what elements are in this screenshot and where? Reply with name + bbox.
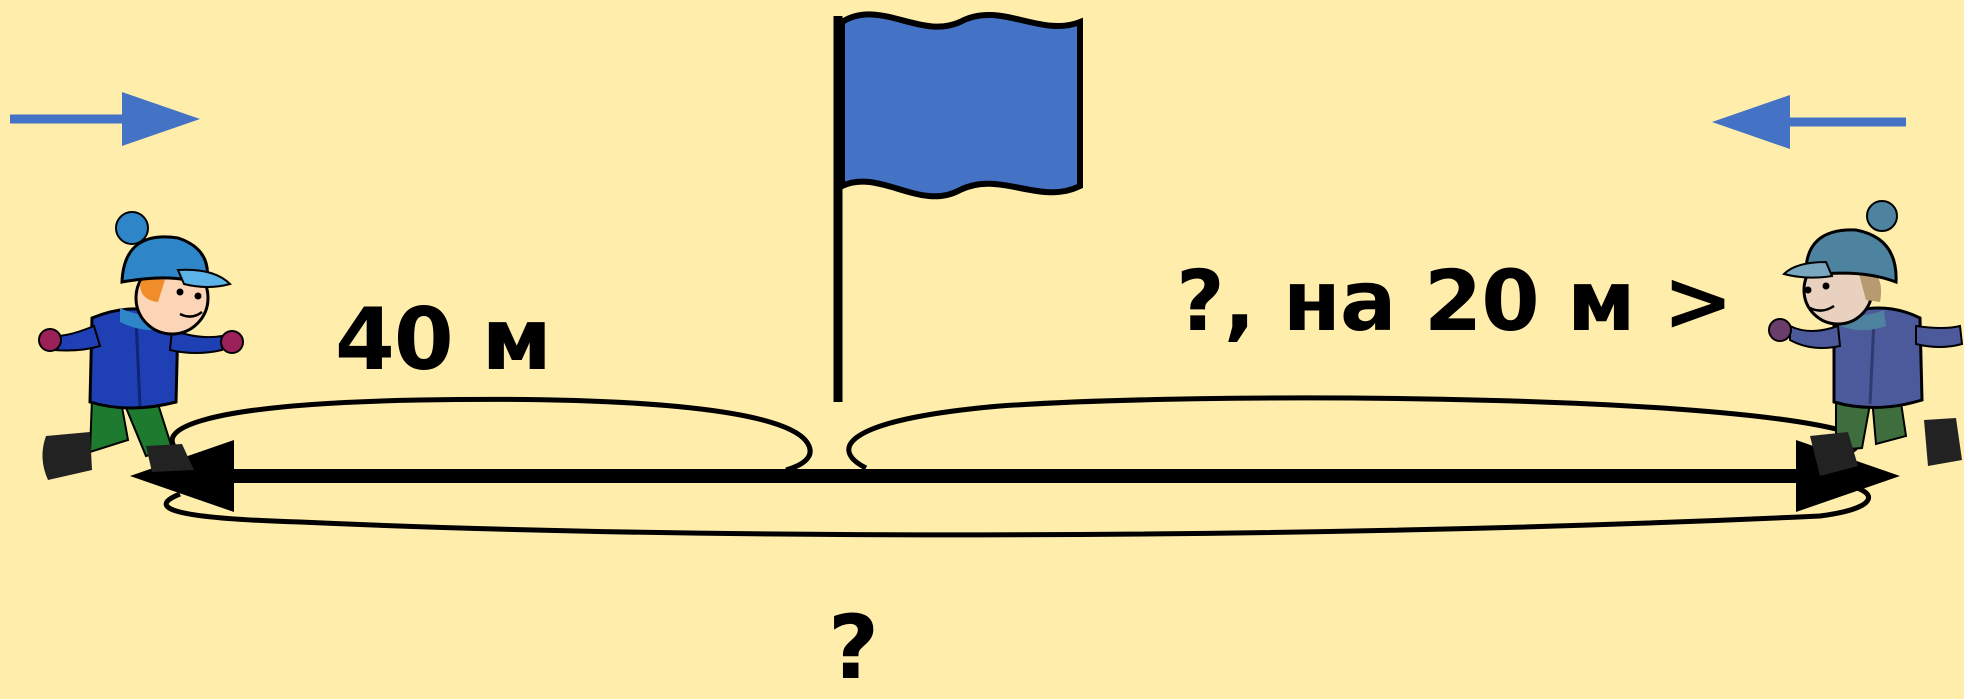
right-segment-brace <box>849 398 1858 468</box>
left-segment-brace <box>172 399 810 470</box>
boy-running-right-icon <box>39 212 243 480</box>
boy-running-left-icon <box>1769 201 1962 476</box>
distance-line <box>130 440 1900 512</box>
right-segment-label: ?, на 20 м > <box>1176 252 1732 350</box>
total-distance-label: ? <box>828 596 879 699</box>
direction-arrow-left <box>1712 95 1906 149</box>
total-distance-brace <box>166 484 1868 535</box>
direction-arrow-right <box>10 92 200 146</box>
flag-icon <box>838 14 1080 402</box>
left-segment-label: 40 м <box>335 290 551 390</box>
